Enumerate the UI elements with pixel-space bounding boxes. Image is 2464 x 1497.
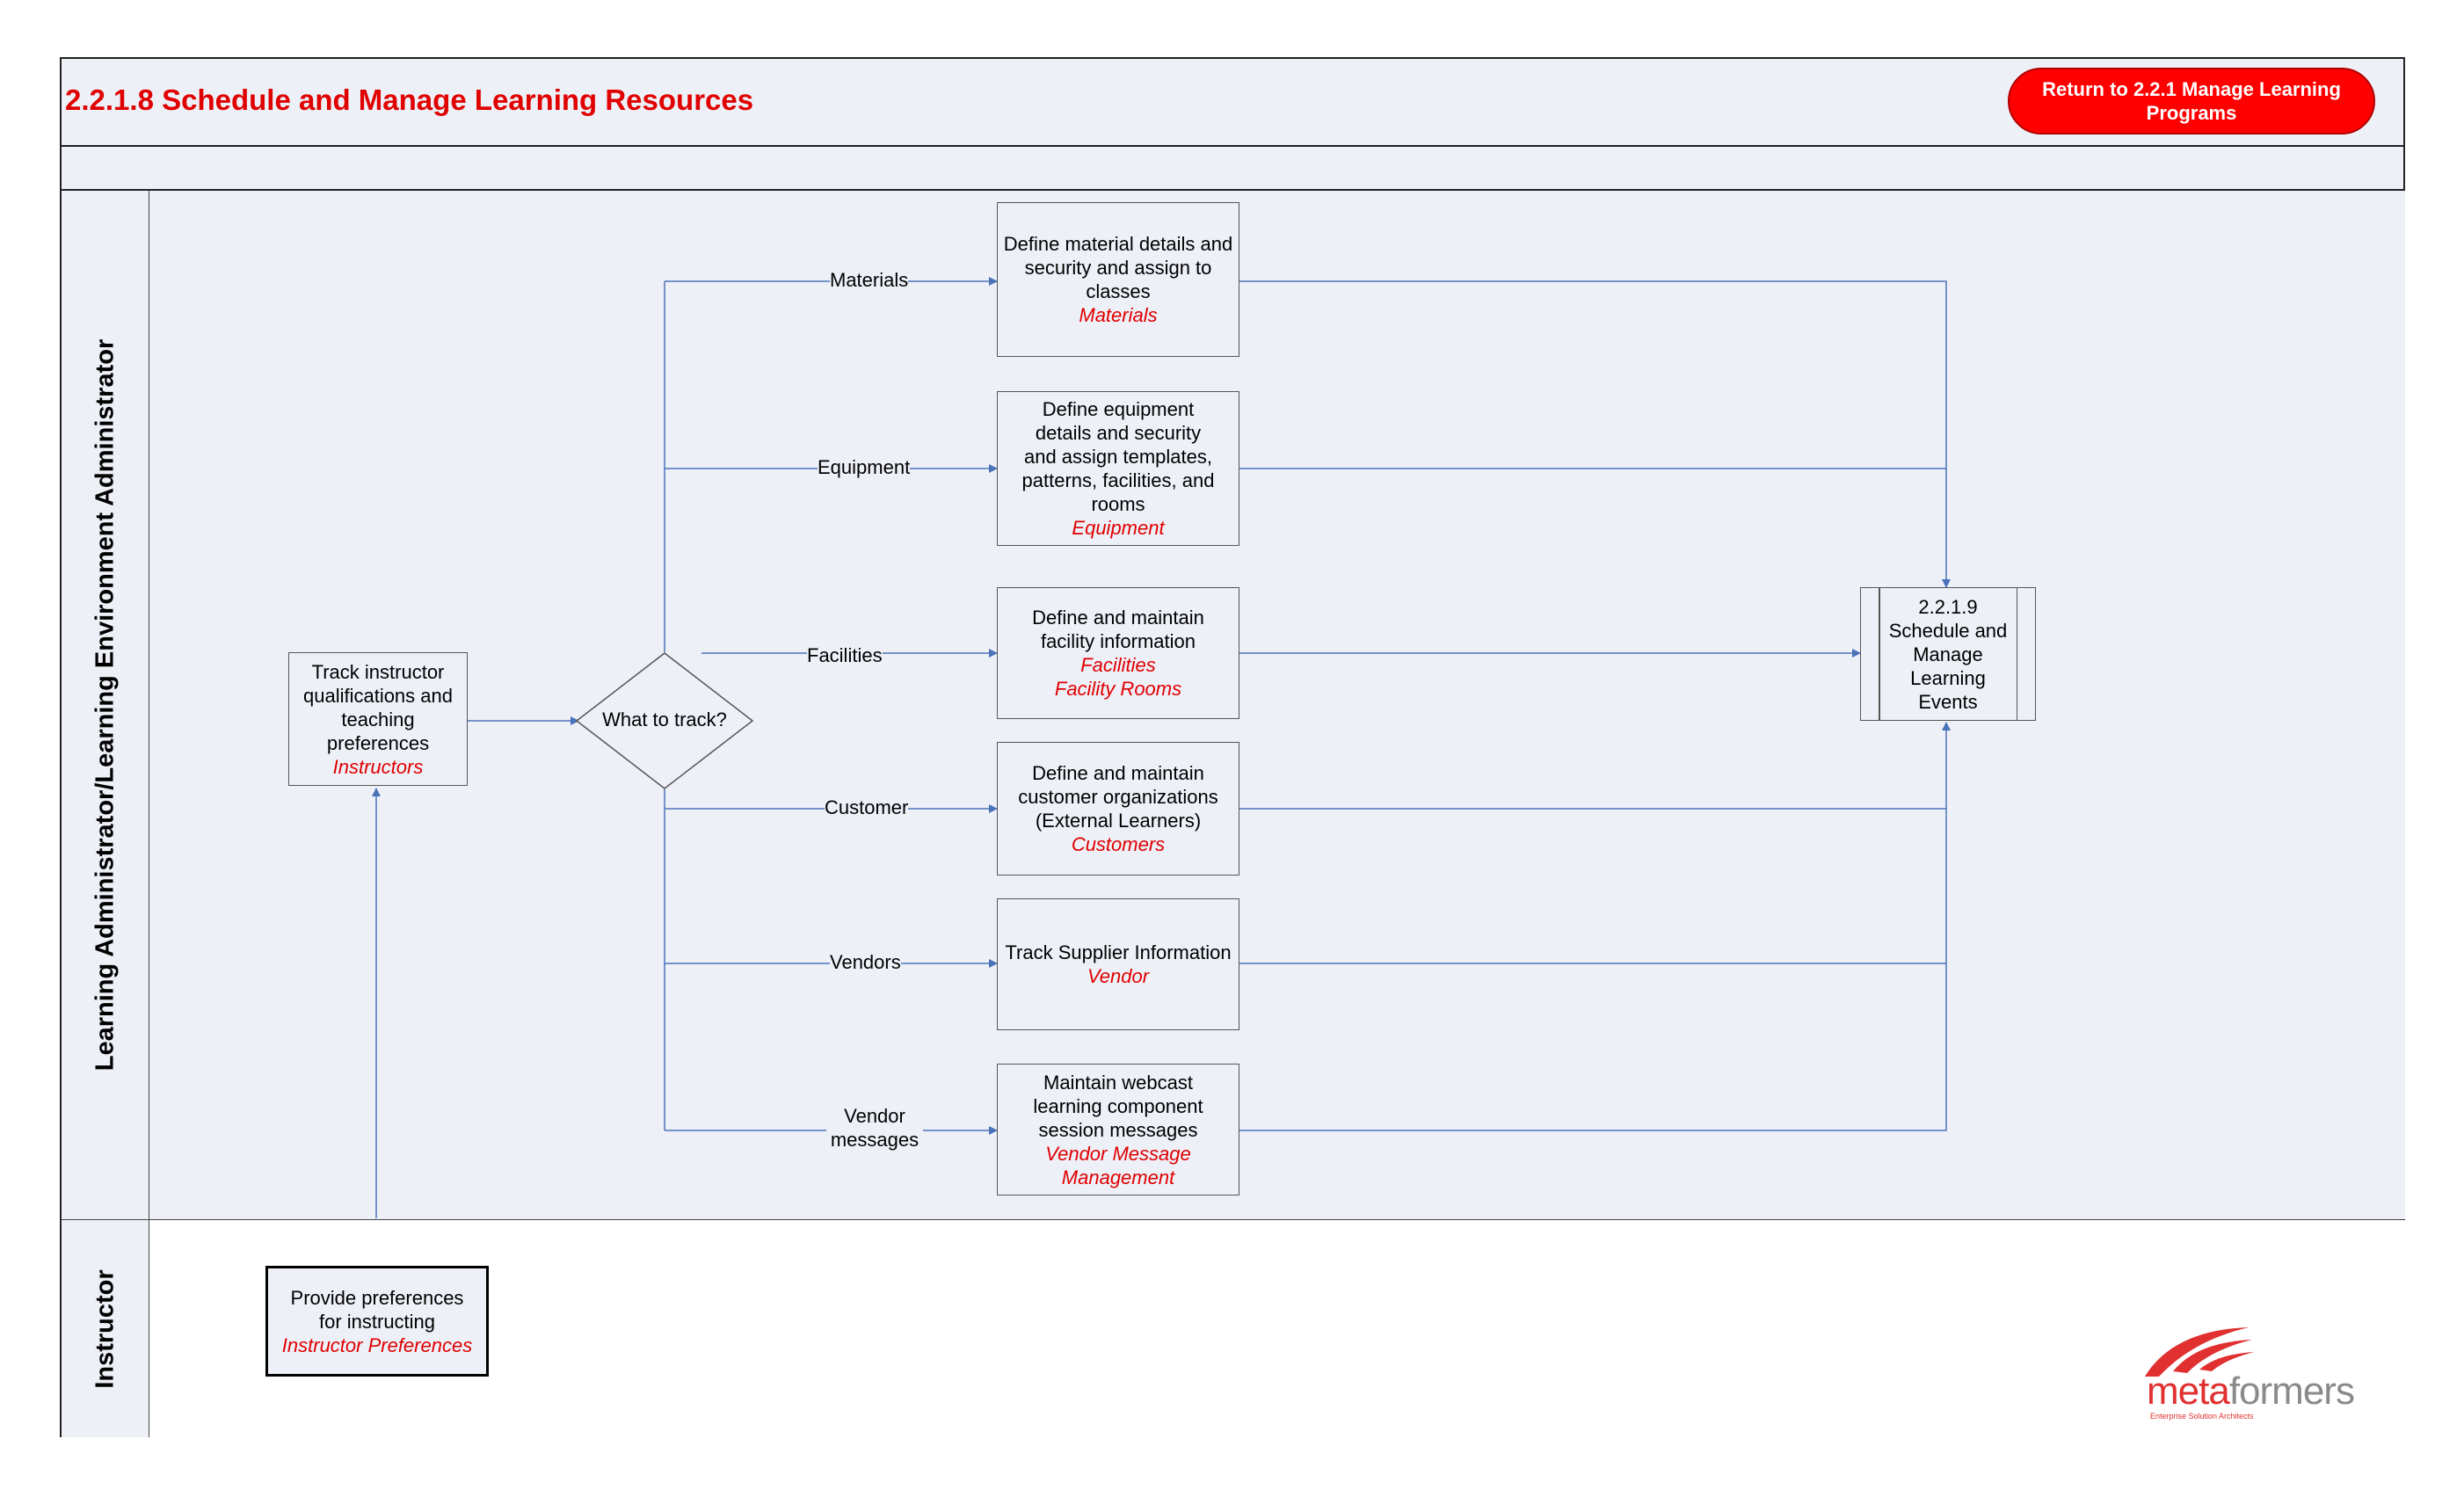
process-materials[interactable]: Define material details and security and… (997, 202, 1239, 357)
process-reference: Equipment (1072, 517, 1165, 539)
metaformers-logo: metaformers Enterprise Solution Architec… (2138, 1319, 2375, 1424)
process-reference: Instructor Preferences (281, 1333, 473, 1356)
process-text: Track Supplier Information (1005, 941, 1232, 963)
decision-diamond (575, 652, 754, 789)
process-text: Define and maintain customer organizatio… (1018, 762, 1218, 832)
process-reference: Customers (1071, 833, 1166, 855)
lane-separator (62, 1219, 2403, 1220)
edge-label-facilities: Facilities (807, 643, 883, 667)
edge-webcast-out (1239, 722, 1951, 1131)
logo-swoosh-icon (2145, 1327, 2254, 1377)
process-provide-preferences[interactable]: Provide preferences for instructing Inst… (265, 1266, 489, 1377)
process-reference: Instructors (332, 755, 424, 778)
process-reference: Facilities (1080, 654, 1156, 676)
lane-label-admin: Learning Administrator/Learning Environm… (62, 191, 149, 1219)
page-title: 2.2.1.8 Schedule and Manage Learning Res… (65, 84, 754, 116)
logo-tagline: Enterprise Solution Architects (2150, 1412, 2254, 1421)
process-facilities[interactable]: Define and maintain facility information… (997, 587, 1239, 719)
header-subbar (62, 147, 2403, 191)
diagram-header: 2.2.1.8 Schedule and Manage Learning Res… (62, 59, 2403, 147)
edge-label-equipment: Equipment (818, 455, 911, 479)
process-track-instructor[interactable]: Track instructor qualifications and teac… (288, 652, 468, 786)
process-text: Maintain webcast learning component sess… (1033, 1071, 1203, 1141)
edge-label-materials: Materials (830, 268, 909, 292)
edge-label-vendor-messages: Vendor messages (826, 1104, 923, 1152)
subprocess-learning-events[interactable]: 2.2.1.9 Schedule and Manage Learning Eve… (1860, 587, 2036, 721)
process-customer[interactable]: Define and maintain customer organizatio… (997, 742, 1239, 876)
edge-materials-out (1239, 280, 1951, 588)
process-reference: Vendor (1087, 965, 1150, 987)
process-text: Define equipment details and security an… (1021, 398, 1215, 515)
edge-label-customer: Customer (825, 796, 909, 819)
return-to-parent-button[interactable]: Return to 2.2.1 Manage Learning Programs (2008, 68, 2375, 134)
lane-label-instructor: Instructor (62, 1220, 149, 1437)
process-equipment[interactable]: Define equipment details and security an… (997, 391, 1239, 546)
process-vendor[interactable]: Track Supplier Information Vendor (997, 898, 1239, 1030)
edge-label-vendors: Vendors (830, 950, 901, 974)
process-text: Define and maintain facility information (1032, 607, 1204, 652)
process-reference-2: Facility Rooms (1054, 678, 1182, 700)
process-reference: Materials (1079, 304, 1158, 326)
logo-word-grey: formers (2228, 1370, 2355, 1413)
process-webcast[interactable]: Maintain webcast learning component sess… (997, 1064, 1239, 1195)
logo-word-red: meta (2147, 1370, 2230, 1413)
process-text: Provide preferences for instructing (290, 1286, 464, 1333)
logo-wordmark: metaformers (2147, 1370, 2355, 1413)
subprocess-text: 2.2.1.9 Schedule and Manage Learning Eve… (1888, 595, 2008, 713)
process-text: Define material details and security and… (1003, 233, 1233, 302)
decision-label: What to track? (602, 709, 727, 730)
process-reference: Vendor Message Management (1045, 1142, 1191, 1188)
process-text: Track instructor qualifications and teac… (302, 660, 453, 754)
lane-instructor (149, 1220, 2405, 1437)
